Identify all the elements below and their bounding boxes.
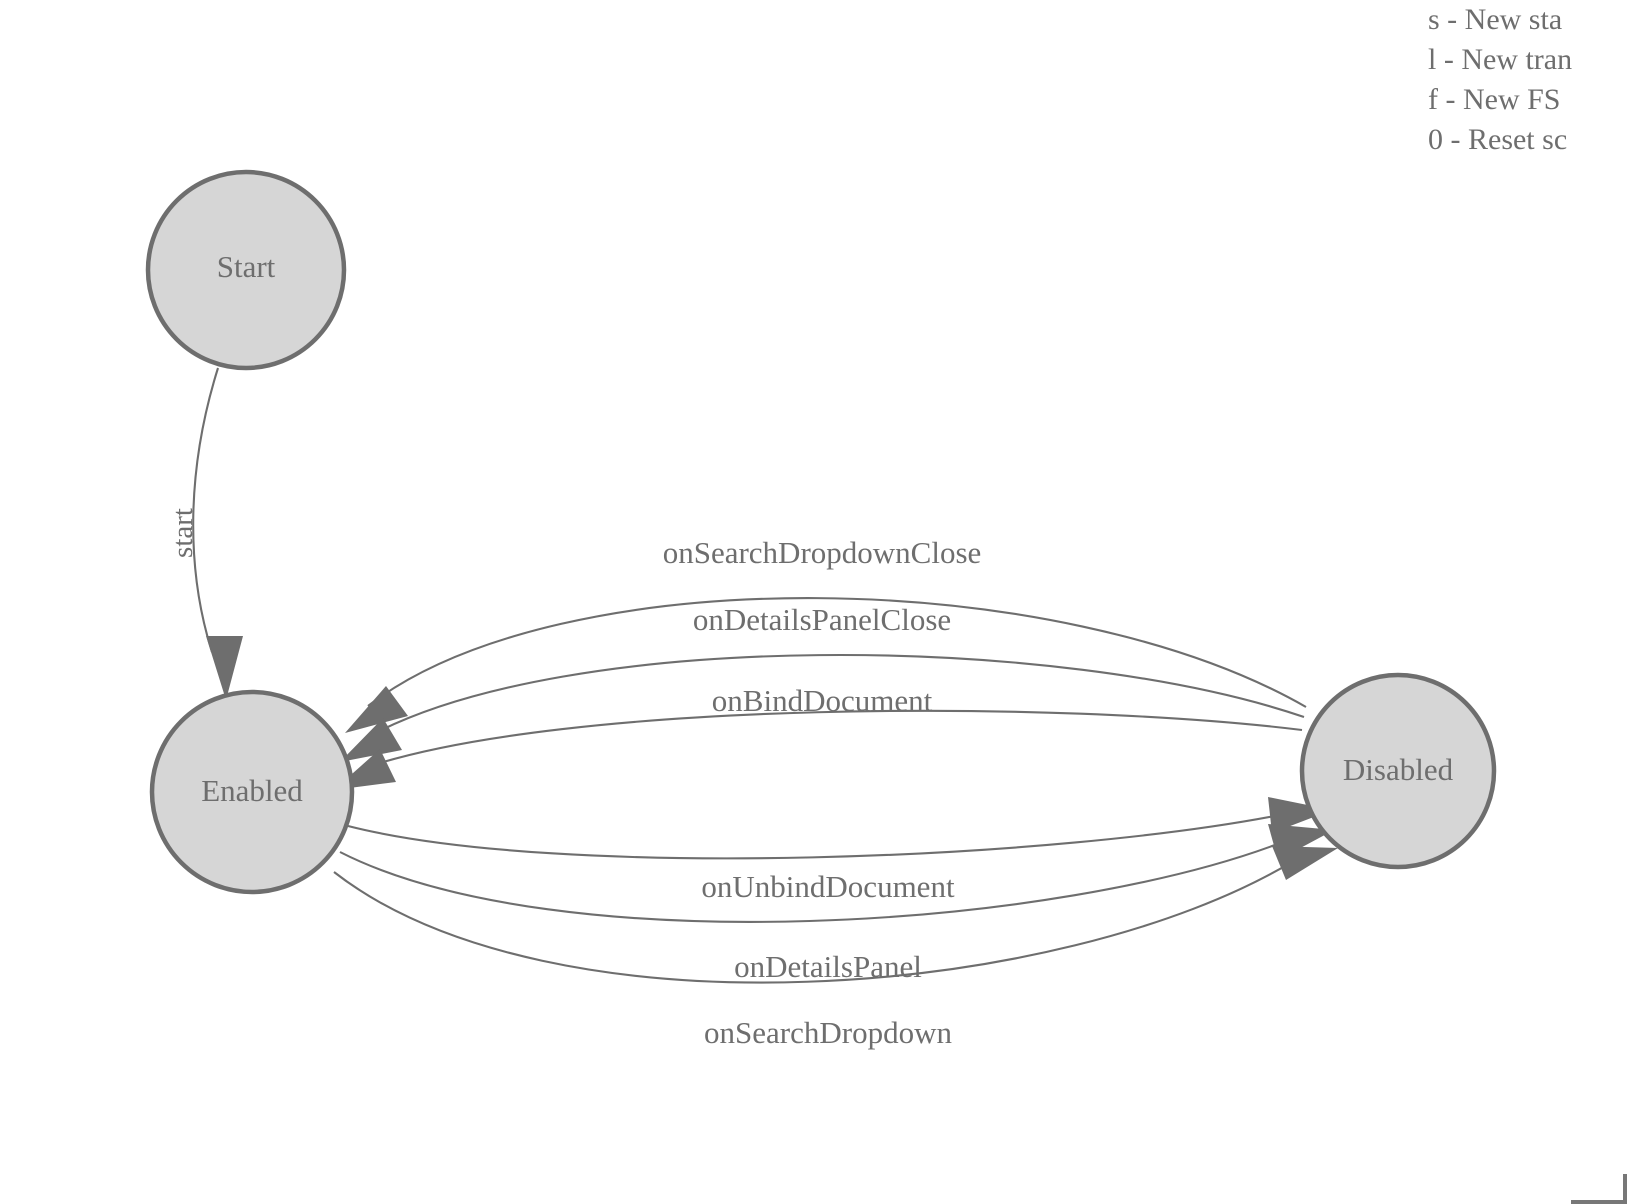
transition-ondetailspanelclose-label: onDetailsPanelClose — [693, 602, 951, 637]
transition-onbinddocument-label: onBindDocument — [712, 683, 933, 718]
transition-ondetailspanel-path[interactable] — [339, 839, 1289, 923]
state-node-start[interactable]: Start — [145, 169, 347, 371]
transition-onsearchdropdown[interactable]: onSearchDropdown — [333, 846, 1338, 1050]
transition-onsearchdropdownclose-path[interactable] — [367, 597, 1307, 708]
transition-ondetailspanelclose-arrowhead — [340, 718, 402, 762]
transition-onsearchdropdown-arrowhead — [1272, 846, 1338, 880]
transition-onunbinddocument-arrowhead — [1268, 797, 1332, 833]
resize-corner-handle[interactable] — [1570, 1174, 1632, 1204]
transition-start[interactable]: start — [167, 367, 243, 700]
transition-onsearchdropdownclose[interactable]: onSearchDropdownClose — [345, 535, 1307, 733]
resize-corner-vertical-bar — [1623, 1174, 1627, 1204]
help-shortcut-reset-scale: 0 - Reset sc — [1428, 123, 1568, 156]
help-shortcut-new-transition: l - New tran — [1428, 43, 1573, 76]
resize-corner-horizontal-bar — [1571, 1200, 1627, 1204]
help-shortcut-new-fsm: f - New FS — [1428, 83, 1561, 116]
state-node-enabled-circle[interactable] — [149, 689, 355, 895]
help-shortcut-new-state: s - New sta — [1428, 3, 1563, 36]
transition-onunbinddocument[interactable]: onUnbindDocument — [347, 797, 1332, 904]
state-node-start-circle[interactable] — [145, 169, 347, 371]
transition-onsearchdropdown-label: onSearchDropdown — [704, 1015, 952, 1050]
transition-start-arrowhead — [206, 636, 243, 700]
state-node-disabled[interactable]: Disabled — [1299, 672, 1497, 870]
transition-onbinddocument-path[interactable] — [363, 709, 1303, 769]
transition-ondetailspanelclose-path[interactable] — [365, 654, 1305, 739]
transition-onsearchdropdownclose-label: onSearchDropdownClose — [663, 535, 982, 570]
help-shortcuts-panel: s - New sta l - New tran f - New FS 0 - … — [1428, 0, 1632, 160]
transition-onsearchdropdown-path[interactable] — [333, 861, 1293, 984]
transition-ondetailspanelclose[interactable]: onDetailsPanelClose — [340, 602, 1305, 762]
transition-ondetailspanel-label: onDetailsPanel — [734, 949, 922, 984]
transition-onbinddocument[interactable]: onBindDocument — [334, 683, 1303, 790]
transition-start-path[interactable] — [192, 367, 220, 653]
transition-start-label: start — [167, 508, 199, 558]
transition-onsearchdropdownclose-arrowhead — [345, 686, 408, 733]
transition-onunbinddocument-label: onUnbindDocument — [701, 869, 955, 904]
transition-onunbinddocument-path[interactable] — [347, 811, 1291, 860]
state-node-disabled-circle[interactable] — [1299, 672, 1497, 870]
state-node-enabled[interactable]: Enabled — [149, 689, 355, 895]
